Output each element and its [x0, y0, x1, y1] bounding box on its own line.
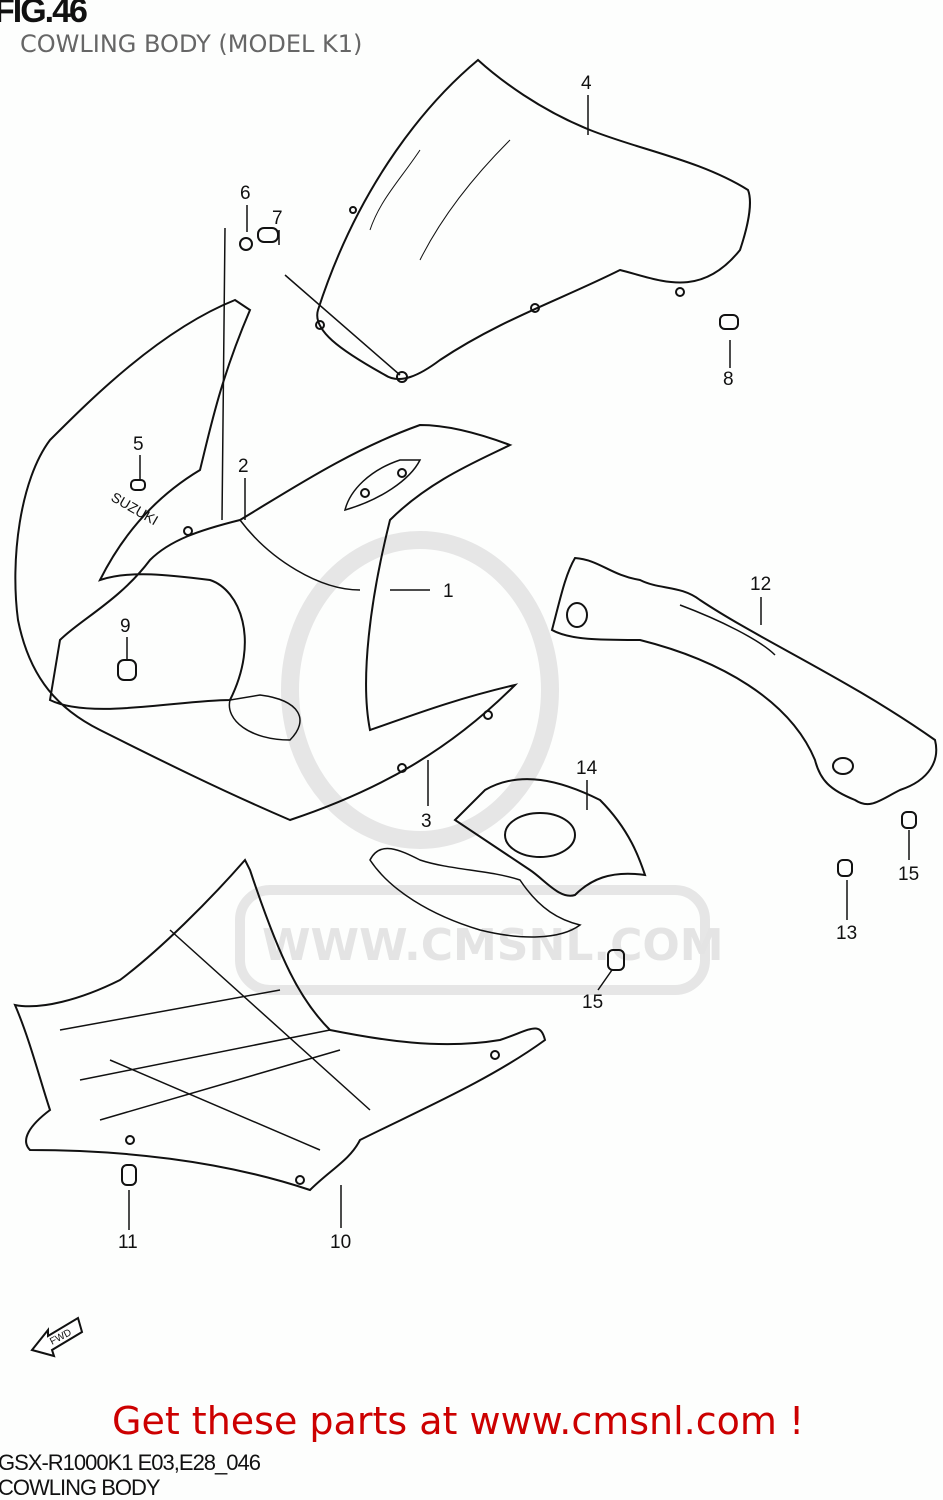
- callout-10: 10: [330, 1232, 351, 1253]
- callout-4: 4: [581, 73, 592, 94]
- under-cowling: [13, 858, 547, 1192]
- callout-15-right: 15: [898, 864, 919, 885]
- windscreen: [316, 58, 751, 380]
- callout-15-lower: 15: [582, 992, 603, 1013]
- diagram-code: GSX-R1000K1 E03,E28_046: [0, 1450, 261, 1475]
- callout-14: 14: [576, 758, 598, 779]
- brand-mark: SUZUKI: [109, 489, 161, 529]
- promo-link[interactable]: Get these parts at www.cmsnl.com !: [112, 1399, 805, 1443]
- callout-9: 9: [120, 616, 131, 637]
- callout-1: 1: [443, 581, 454, 602]
- callout-13: 13: [836, 923, 857, 944]
- watermark: WWW.CMSNL.COM: [235, 531, 724, 995]
- callout-8: 8: [723, 369, 734, 390]
- callout-7: 7: [272, 208, 283, 229]
- callout-6: 6: [240, 183, 251, 204]
- diagram-title: COWLING BODY (MODEL K1): [20, 30, 363, 58]
- inner-bracket: [453, 778, 647, 897]
- diagram-name: COWLING BODY: [0, 1475, 161, 1500]
- callout-3: 3: [421, 811, 432, 832]
- leader-lines: [126, 95, 910, 1230]
- figure-number: FIG.46: [0, 0, 88, 30]
- callout-labels: 1 2 3 4 5 6 7 8 9 10 11 12 13 14 15 15: [118, 73, 919, 1253]
- callout-12: 12: [750, 574, 771, 595]
- callout-2: 2: [238, 456, 249, 477]
- forward-arrow-icon: FWD: [30, 1316, 84, 1358]
- callout-5: 5: [133, 434, 144, 455]
- fasteners: [117, 227, 917, 1186]
- upper-cowling: [14, 298, 519, 822]
- watermark-text: WWW.CMSNL.COM: [262, 920, 724, 971]
- side-duct: [550, 556, 938, 806]
- callout-11: 11: [118, 1232, 138, 1253]
